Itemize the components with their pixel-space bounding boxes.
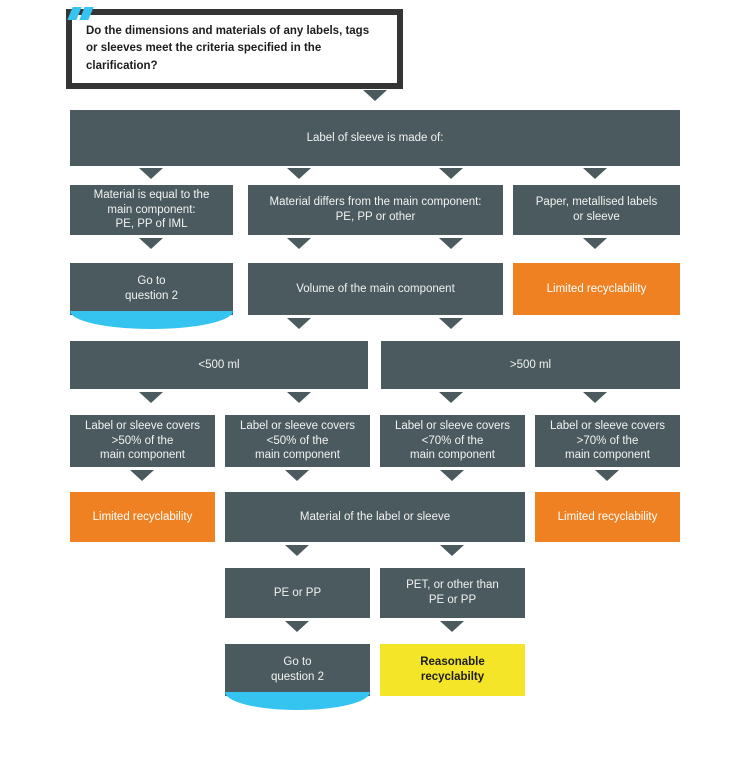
cyan-double-chevron-icon (67, 7, 102, 20)
arrow-label-to-paper (583, 168, 607, 179)
arrow-material-to-pe-pp (285, 545, 309, 556)
arrow-material-differs-to-volume-right (439, 238, 463, 249)
chevron-stripe-2 (79, 7, 94, 20)
node-limited-recyclability-left[interactable]: Limited recyclability (70, 492, 215, 542)
arrow-pe-pp-to-goto (285, 621, 309, 632)
node-go-to-question-2-top[interactable]: Go to question 2 (70, 263, 233, 315)
arrow-material-equal-to-goto (139, 238, 163, 249)
node-pet-or-other[interactable]: PET, or other than PE or PP (380, 568, 525, 618)
node-material-differs[interactable]: Material differs from the main component… (248, 185, 503, 235)
node-volume-over-500[interactable]: >500 ml (381, 341, 680, 389)
arrow-under50-to-material (285, 470, 309, 481)
arrow-paper-to-limited (583, 238, 607, 249)
arrow-material-differs-to-volume-left (287, 238, 311, 249)
node-covers-under-70[interactable]: Label or sleeve covers <70% of the main … (380, 415, 525, 467)
node-pe-or-pp[interactable]: PE or PP (225, 568, 370, 618)
arrow-under500-to-over50 (139, 392, 163, 403)
arrow-label-to-material-equal (139, 168, 163, 179)
arrow-over70-to-limited (595, 470, 619, 481)
cyan-footer-bottom (225, 692, 370, 710)
node-reasonable-recyclability[interactable]: Reasonable recyclabilty (380, 644, 525, 696)
arrow-volume-to-under-500 (287, 318, 311, 329)
node-limited-recyclability-right[interactable]: Limited recyclability (535, 492, 680, 542)
arrow-over500-to-over70 (583, 392, 607, 403)
node-paper-metallised[interactable]: Paper, metallised labels or sleeve (513, 185, 680, 235)
node-volume-main-component[interactable]: Volume of the main component (248, 263, 503, 315)
node-limited-recyclability-top-right[interactable]: Limited recyclability (513, 263, 680, 315)
node-covers-over-70[interactable]: Label or sleeve covers >70% of the main … (535, 415, 680, 467)
arrow-over50-to-limited (130, 470, 154, 481)
arrow-over500-to-under70 (439, 392, 463, 403)
node-go-to-question-2-bottom[interactable]: Go to question 2 (225, 644, 370, 696)
node-material-of-label-or-sleeve[interactable]: Material of the label or sleeve (225, 492, 525, 542)
node-material-equal[interactable]: Material is equal to the main component:… (70, 185, 233, 235)
cyan-footer-top (70, 311, 233, 329)
arrow-material-to-pet (440, 545, 464, 556)
arrow-under70-to-material (440, 470, 464, 481)
arrow-label-to-material-differs-left (287, 168, 311, 179)
arrow-pet-to-reasonable (440, 621, 464, 632)
question-box: Do the dimensions and materials of any l… (66, 9, 403, 89)
node-covers-over-50[interactable]: Label or sleeve covers >50% of the main … (70, 415, 215, 467)
arrow-volume-to-over-500 (439, 318, 463, 329)
question-text: Do the dimensions and materials of any l… (86, 25, 370, 72)
arrow-label-to-material-differs-right (439, 168, 463, 179)
arrow-question-to-label (363, 90, 387, 101)
arrow-under500-to-under50 (287, 392, 311, 403)
node-covers-under-50[interactable]: Label or sleeve covers <50% of the main … (225, 415, 370, 467)
node-label-made-of[interactable]: Label of sleeve is made of: (70, 110, 680, 166)
node-volume-under-500[interactable]: <500 ml (70, 341, 368, 389)
